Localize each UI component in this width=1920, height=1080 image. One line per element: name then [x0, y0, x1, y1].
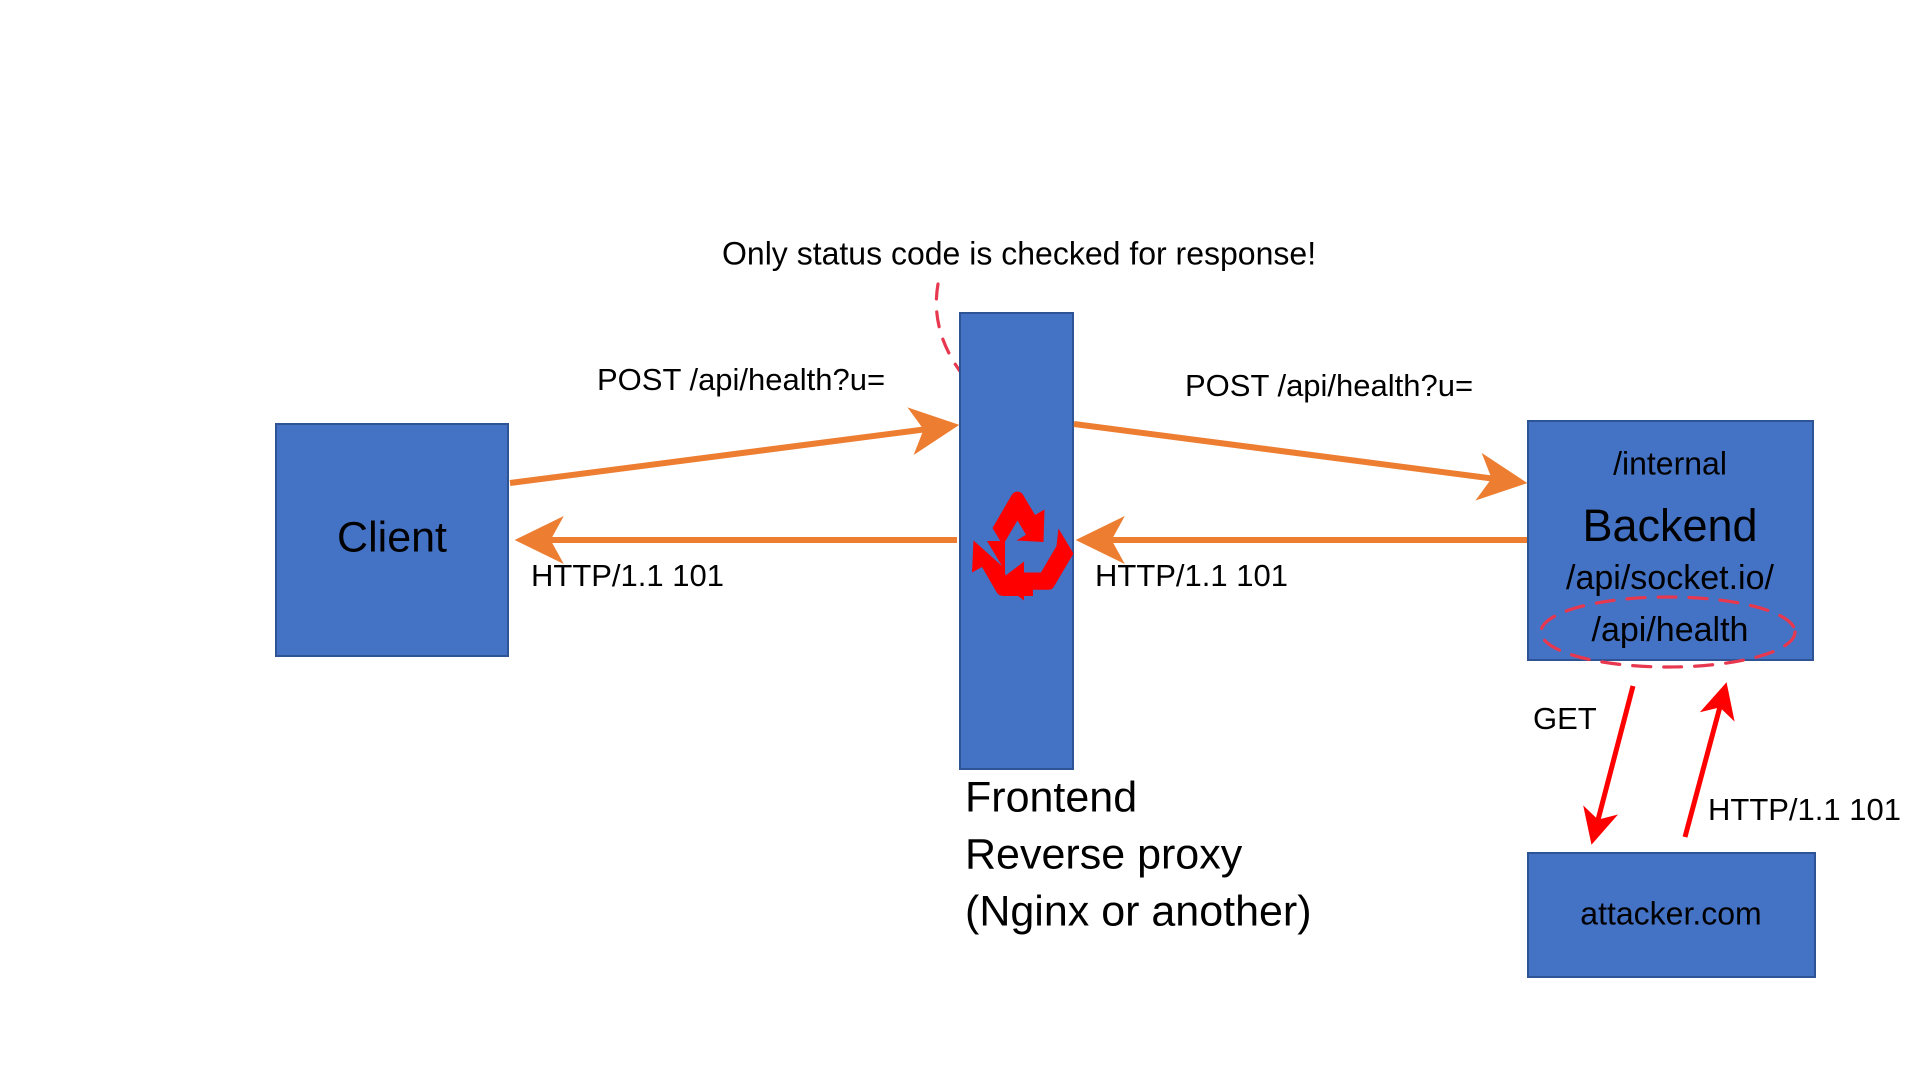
edge-backend-to-attacker [1583, 685, 1636, 845]
node-frontend[interactable]: Frontend Reverse proxy (Nginx or another… [959, 312, 1312, 935]
attacker-box[interactable] [1527, 852, 1816, 978]
frontend-caption-line1: Frontend [965, 773, 1137, 821]
recycle-icon [972, 491, 1074, 601]
backend-box[interactable] [1527, 420, 1814, 661]
client-label: Client [337, 513, 447, 561]
edge-backend-to-attacker-label: GET [1533, 701, 1597, 736]
client-box[interactable] [275, 423, 509, 657]
node-backend[interactable]: /internal Backend /api/socket.io/ /api/h… [1527, 420, 1814, 669]
edge-frontend-to-backend [1073, 421, 1528, 501]
attacker-label: attacker.com [1580, 895, 1761, 931]
backend-line-title: Backend [1582, 500, 1757, 551]
frontend-box[interactable] [959, 312, 1074, 770]
frontend-caption-line2: Reverse proxy [965, 830, 1243, 878]
edge-client-to-frontend-label: POST /api/health?u= [597, 362, 885, 397]
node-attacker[interactable]: attacker.com [1527, 852, 1816, 978]
edge-backend-to-frontend-label: HTTP/1.1 101 [1095, 558, 1288, 593]
edge-frontend-to-backend-label: POST /api/health?u= [1185, 368, 1473, 403]
backend-line-socketio: /api/socket.io/ [1566, 559, 1774, 597]
edge-attacker-to-backend-label: HTTP/1.1 101 [1708, 792, 1901, 827]
frontend-caption-line3: (Nginx or another) [965, 887, 1312, 935]
node-client[interactable]: Client [275, 423, 509, 657]
edge-client-to-frontend [509, 407, 960, 486]
annotation-title: Only status code is checked for response… [722, 235, 1316, 271]
backend-line-internal: /internal [1613, 445, 1727, 481]
backend-line-health: /api/health [1592, 611, 1749, 649]
edge-frontend-to-client-label: HTTP/1.1 101 [531, 558, 724, 593]
edge-attacker-to-backend [1682, 682, 1735, 838]
health-endpoint-highlight-ellipse [1539, 595, 1797, 669]
